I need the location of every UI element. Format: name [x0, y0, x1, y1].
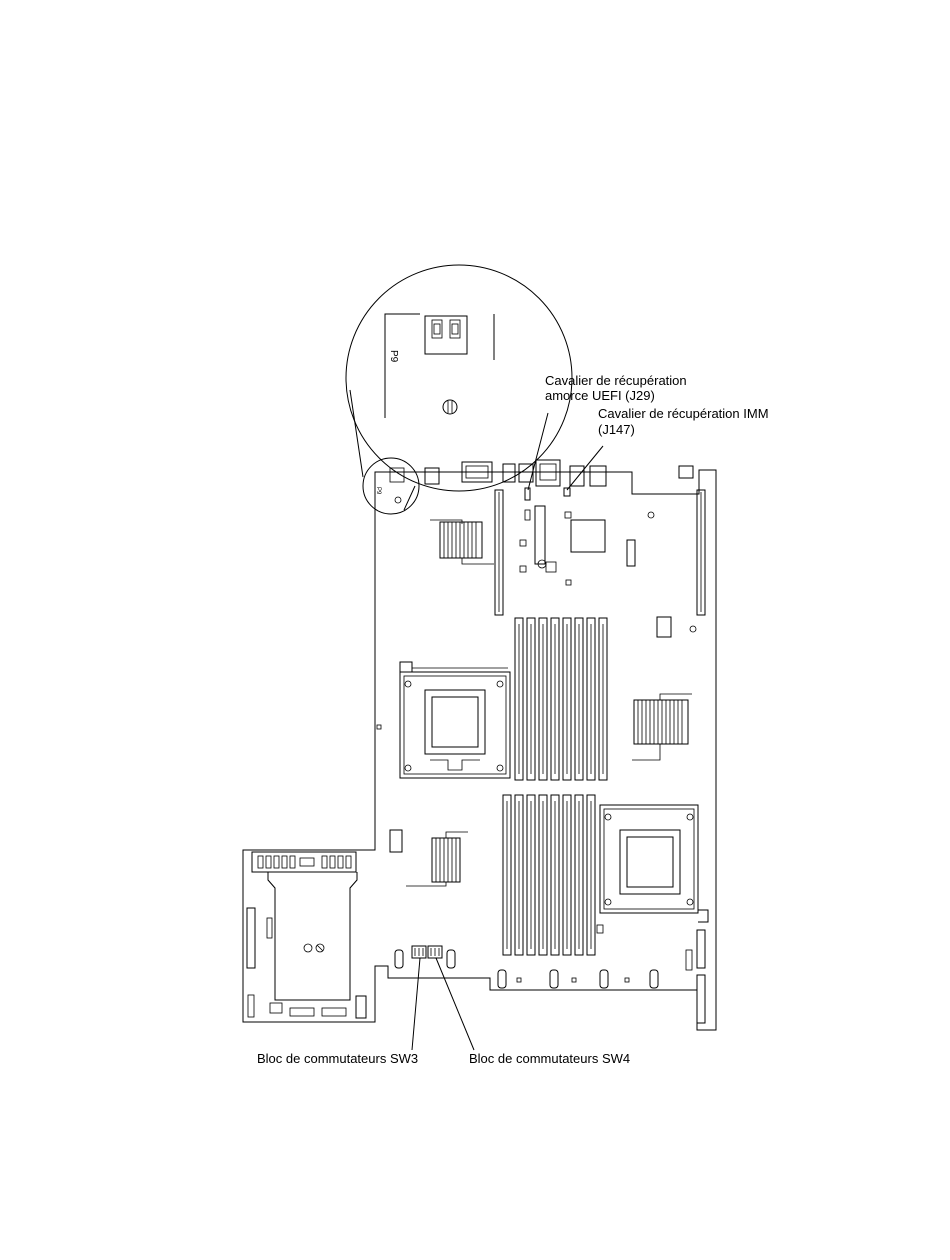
callout-sw3: Bloc de commutateurs SW3 [257, 1051, 418, 1066]
fan-connectors [395, 950, 658, 988]
leader-imm-jumper [567, 446, 603, 490]
uefi-recovery-jumper-j29 [525, 488, 530, 500]
dimm-bank-upper [515, 618, 607, 780]
callout-sw4: Bloc de commutateurs SW4 [469, 1051, 630, 1066]
switch-blocks [412, 946, 442, 958]
zoom-connector-label: P9 [388, 350, 399, 363]
rear-connectors [425, 460, 693, 486]
fan-connector [550, 970, 558, 988]
ethernet-port-2 [590, 466, 606, 486]
processor-socket-2 [600, 805, 708, 922]
fan-connector [650, 970, 658, 988]
heatsink-right [632, 694, 692, 760]
right-edge-connectors [597, 925, 705, 1023]
zoom-magnifier: P9 [346, 265, 572, 510]
small-connector-label: P9 [375, 487, 381, 495]
power-connector [390, 830, 402, 852]
imm-recovery-jumper-j147 [564, 488, 570, 496]
fan-connector [600, 970, 608, 988]
zoom-circle [346, 265, 572, 491]
heatsink-top [430, 520, 494, 564]
small-circle [363, 458, 419, 514]
cpu-1-die [432, 697, 478, 747]
imm-chip [571, 520, 605, 552]
cpu-2-die [627, 837, 673, 887]
fan-connector [395, 950, 403, 968]
zoom-connector-body [425, 316, 467, 354]
callout-imm-line2: (J147) [598, 422, 635, 437]
callout-uefi-line2: amorce UEFI (J29) [545, 388, 655, 403]
tall-chip [535, 506, 545, 564]
heatsink-lower-left [406, 832, 468, 886]
fan-connector [498, 970, 506, 988]
fan-connector [447, 950, 455, 968]
chipset [535, 506, 696, 637]
leader-sw3 [412, 958, 420, 1050]
system-board-outline [243, 470, 716, 1030]
leader-sw4 [436, 958, 474, 1050]
dimm-bank-lower [503, 795, 595, 955]
zoom-source-circle: P9 [363, 458, 419, 514]
callout-imm-line1: Cavalier de récupération IMM [598, 406, 769, 421]
processor-socket-1 [400, 662, 510, 778]
zoom-screw-icon [443, 400, 457, 414]
power-backplane-area [247, 852, 366, 1018]
zoom-board-edge [385, 314, 494, 418]
warning-icon [304, 944, 312, 952]
callout-uefi-line1: Cavalier de récupération [545, 373, 687, 388]
